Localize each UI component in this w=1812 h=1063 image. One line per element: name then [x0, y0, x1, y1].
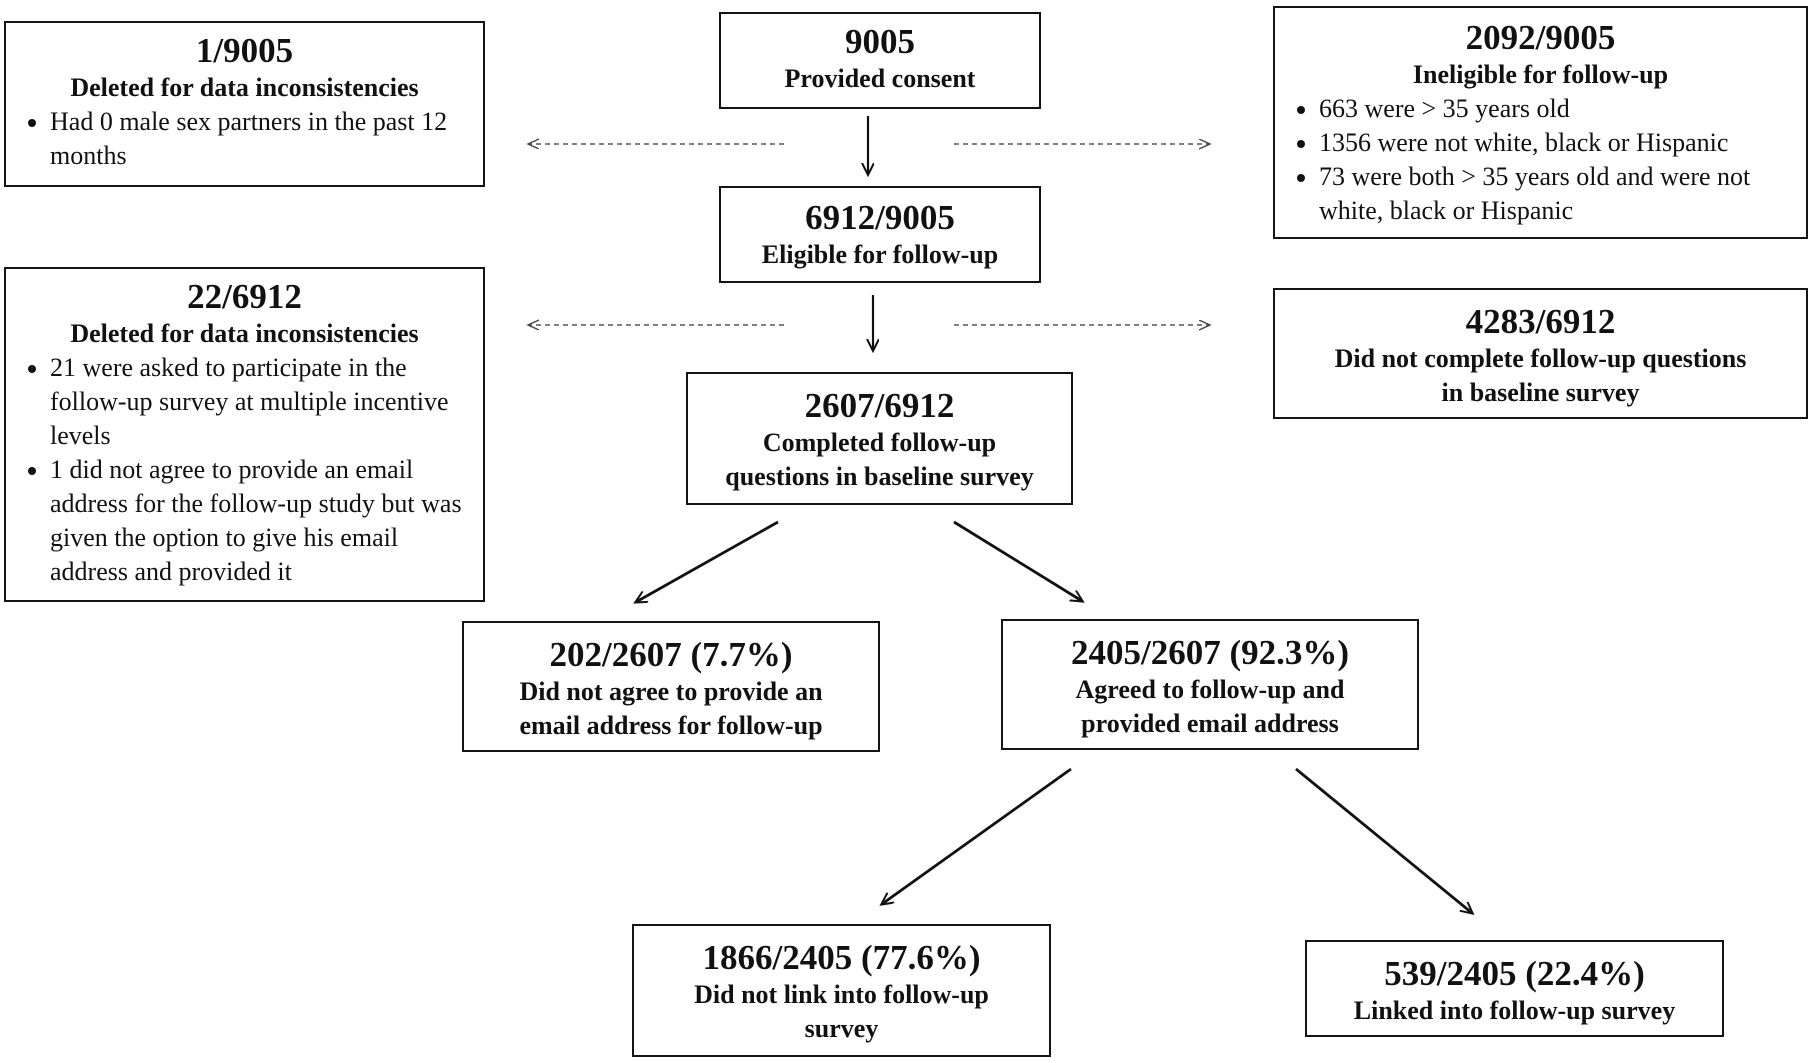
deleted-box-2: 22/6912 Deleted for data inconsistencies…	[4, 267, 485, 602]
not-completed-box: 4283/6912 Did not complete follow-up que…	[1273, 288, 1808, 419]
deleted2-item: 21 were asked to participate in the foll…	[50, 351, 473, 453]
ineligible-item: 1356 were not white, black or Hispanic	[1319, 126, 1796, 160]
arrow-completed-to-agreed	[953, 520, 1082, 601]
consent-count: 9005	[845, 22, 915, 61]
completed-box: 2607/6912 Completed follow-up questions …	[686, 372, 1073, 505]
deleted2-item: 1 did not agree to provide an email addr…	[50, 453, 473, 589]
not-completed-count: 4283/6912	[1465, 302, 1616, 341]
agreed-label-line1: Agreed to follow-up and	[1075, 675, 1345, 704]
completed-count: 2607/6912	[804, 386, 955, 425]
not-completed-label-line2: in baseline survey	[1441, 378, 1640, 407]
ineligible-label: Ineligible for follow-up	[1412, 60, 1669, 89]
not-linked-label-line2: survey	[804, 1014, 879, 1043]
agreed-label-line2: provided email address	[1081, 709, 1339, 738]
arrow-completed-to-not-agree	[636, 520, 779, 602]
not-linked-count: 1866/2405 (77.6%)	[702, 938, 981, 977]
eligible-box: 6912/9005 Eligible for follow-up	[719, 186, 1041, 283]
ineligible-item: 663 were > 35 years old	[1319, 92, 1796, 126]
ineligible-box: 2092/9005 Ineligible for follow-up 663 w…	[1273, 6, 1808, 239]
ineligible-item: 73 were both > 35 years old and were not…	[1319, 160, 1796, 228]
eligible-label: Eligible for follow-up	[761, 240, 999, 269]
completed-label-line2: questions in baseline survey	[725, 462, 1034, 491]
not-agree-count: 202/2607 (7.7%)	[549, 635, 793, 674]
linked-label: Linked into follow-up survey	[1353, 996, 1676, 1025]
completed-label-line1: Completed follow-up	[762, 428, 997, 457]
deleted2-label: Deleted for data inconsistencies	[70, 319, 419, 348]
deleted1-count: 1/9005	[195, 31, 294, 70]
not-completed-label-line1: Did not complete follow-up questions	[1334, 344, 1747, 373]
linked-box: 539/2405 (22.4%) Linked into follow-up s…	[1305, 940, 1724, 1037]
deleted2-list: 21 were asked to participate in the foll…	[16, 351, 473, 589]
not-linked-box: 1866/2405 (77.6%) Did not link into foll…	[632, 924, 1051, 1057]
agreed-count: 2405/2607 (92.3%)	[1070, 633, 1350, 672]
not-agree-label-line2: email address for follow-up	[519, 711, 823, 740]
ineligible-list: 663 were > 35 years old 1356 were not wh…	[1285, 92, 1796, 228]
not-agree-box: 202/2607 (7.7%) Did not agree to provide…	[462, 621, 880, 752]
deleted-box-1: 1/9005 Deleted for data inconsistencies …	[4, 21, 485, 187]
arrow-agreed-to-not-linked	[882, 767, 1072, 904]
deleted1-item: Had 0 male sex partners in the past 12 m…	[50, 105, 473, 173]
deleted1-label: Deleted for data inconsistencies	[70, 73, 419, 102]
arrow-agreed-to-linked	[1295, 767, 1472, 913]
ineligible-count: 2092/9005	[1465, 18, 1616, 57]
not-agree-label-line1: Did not agree to provide an	[519, 677, 823, 706]
not-linked-label-line1: Did not link into follow-up	[694, 980, 989, 1009]
eligible-count: 6912/9005	[805, 198, 955, 237]
consent-label: Provided consent	[784, 64, 976, 93]
deleted2-count: 22/6912	[187, 277, 302, 316]
deleted1-list: Had 0 male sex partners in the past 12 m…	[16, 105, 473, 173]
agreed-box: 2405/2607 (92.3%) Agreed to follow-up an…	[1001, 619, 1419, 750]
consent-box: 9005 Provided consent	[719, 12, 1041, 109]
linked-count: 539/2405 (22.4%)	[1384, 954, 1645, 993]
